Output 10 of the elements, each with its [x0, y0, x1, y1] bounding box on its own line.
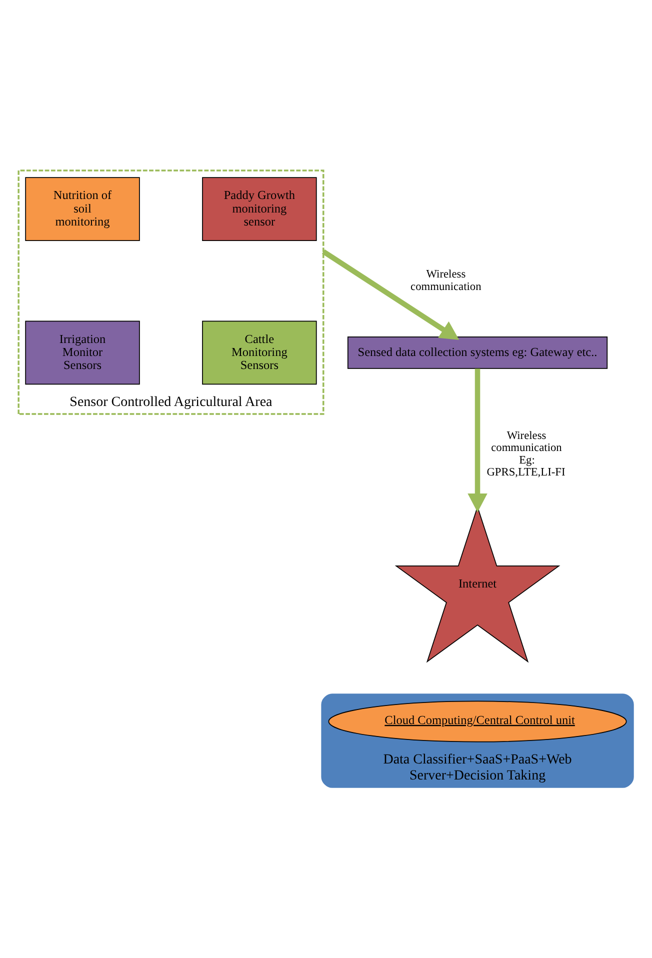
edge-label: Wireless communication — [410, 268, 482, 293]
node-box: Irrigation Monitor Sensors — [25, 320, 140, 385]
node-ellipse: Cloud Computing/Central Control unit — [328, 700, 627, 742]
node-box: Cattle Monitoring Sensors — [202, 320, 317, 385]
edge-label: Wireless communication Eg: GPRS,LTE,LI-FI — [486, 430, 566, 479]
arrow — [468, 368, 488, 512]
arrow — [322, 249, 460, 340]
node-box: Sensed data collection systems eg: Gateway etc.. — [347, 336, 608, 369]
node-box: Nutrition of soil monitoring — [25, 177, 140, 242]
node-box: Paddy Growth monitoring sensor — [202, 177, 317, 242]
